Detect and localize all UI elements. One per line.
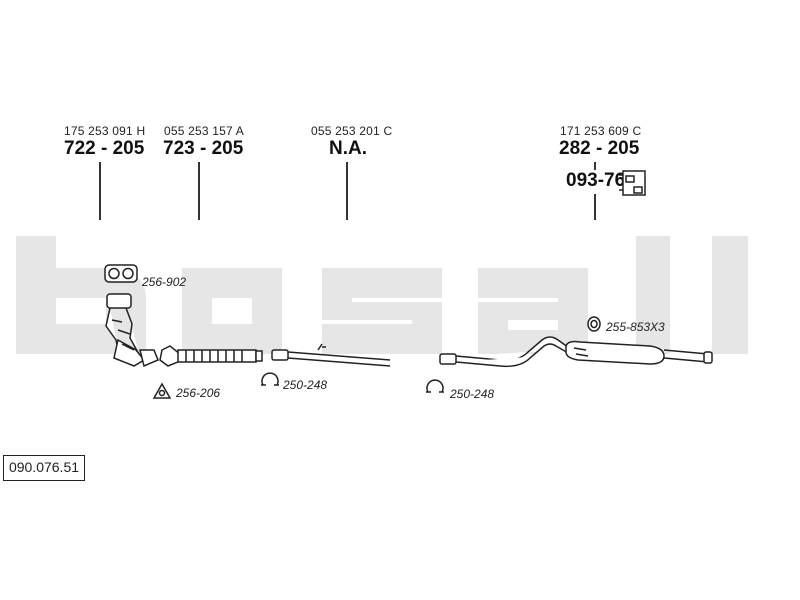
oem-number-1: 175 253 091 H — [64, 124, 146, 138]
accessory-label-clamp-2[interactable]: 250-248 — [450, 387, 495, 401]
front-pipe[interactable] — [105, 293, 159, 368]
leader-line-2 — [198, 162, 200, 220]
part-number-1[interactable]: 722 - 205 — [64, 138, 145, 159]
ring-icon[interactable] — [587, 316, 601, 332]
accessory-label-triangle-gasket[interactable]: 256-206 — [176, 386, 221, 400]
leader-line-4a — [594, 162, 596, 170]
oem-number-4: 171 253 609 C — [560, 124, 642, 138]
oem-number-3: 055 253 201 C — [311, 124, 393, 138]
flex-pipe[interactable] — [159, 345, 263, 367]
part-number-4[interactable]: 282 - 205 — [559, 138, 640, 159]
mount-part-number[interactable]: 093-765 — [566, 170, 636, 191]
leader-line-1 — [99, 162, 101, 220]
rubber-mount-icon[interactable] — [619, 170, 646, 196]
accessory-label-gasket[interactable]: 256-902 — [142, 275, 187, 289]
gasket-icon[interactable] — [104, 264, 138, 283]
part-number-2[interactable]: 723 - 205 — [163, 138, 244, 159]
document-number-box: 090.076.51 — [3, 455, 85, 481]
intermediate-pipe[interactable] — [271, 343, 391, 367]
part-number-3[interactable]: N.A. — [329, 138, 367, 159]
clamp-icon[interactable] — [426, 379, 444, 393]
rear-muffler-section[interactable] — [439, 336, 713, 368]
accessory-label-clamp-1[interactable]: 250-248 — [283, 378, 328, 392]
oem-number-2: 055 253 157 A — [164, 124, 245, 138]
triangle-gasket-icon[interactable] — [152, 382, 172, 399]
leader-line-3 — [346, 162, 348, 220]
leader-line-4b — [594, 194, 596, 220]
accessory-label-ring[interactable]: 255-853X3 — [606, 320, 665, 334]
clamp-icon[interactable] — [261, 372, 279, 386]
